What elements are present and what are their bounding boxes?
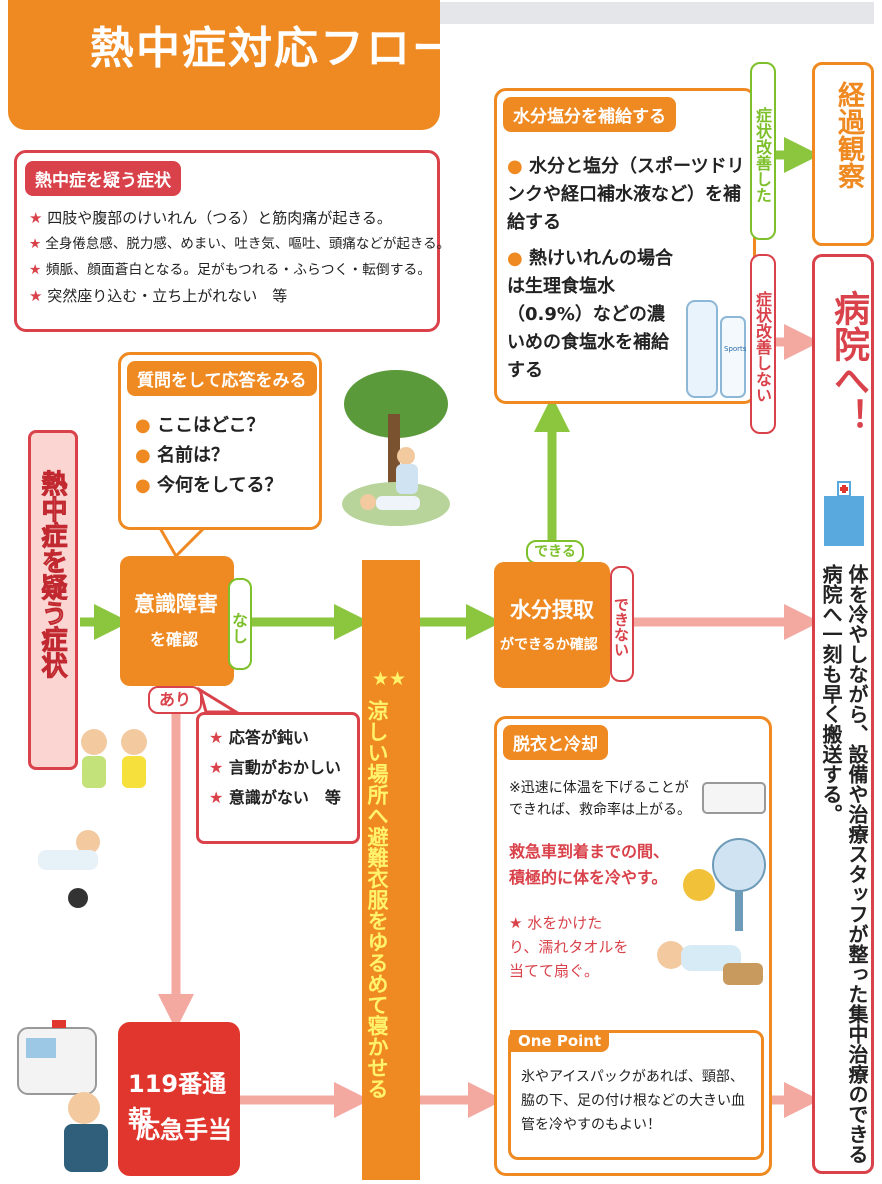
title-banner: [8, 0, 440, 130]
consciousness-line2: を確認: [150, 630, 199, 649]
water-header: 水分塩分を補給する: [503, 97, 676, 132]
rest-under-tree-illustration: [342, 370, 450, 526]
cool-place-stars: ★★: [372, 668, 407, 690]
page-title: 熱中症対応フロー: [90, 23, 458, 74]
drink-line2: ができるか確認: [500, 637, 598, 653]
cool-place-text: 涼しい場所へ避難衣服をゆるめて寝かせる: [365, 700, 389, 1099]
response-box: ★ 応答が鈍い ★ 言動がおかしい ★ 意識がない 等: [196, 712, 360, 844]
response-item: ★ 言動がおかしい: [209, 758, 341, 777]
observe-box: 経過観察: [812, 62, 874, 246]
question-item: ● 今何をしてる？: [135, 475, 283, 496]
question-item: ● ここはどこ？: [135, 415, 265, 436]
star-icon: ★: [29, 236, 46, 252]
star-icon: ★: [509, 914, 528, 932]
star-icon: ★: [29, 209, 48, 227]
observe-label: 経過観察: [833, 81, 864, 189]
question-header: 質問をして応答をみる: [127, 361, 317, 396]
symptom-item: ★ 四肢や腹部のけいれん（つる）と筋肉痛が起きる。: [29, 209, 392, 227]
not-improved-tag: 症状改善しない: [750, 254, 776, 434]
water-salt-box: 水分塩分を補給する ● 水分と塩分（スポーツドリンクや経口補水液など）を補給する…: [494, 88, 756, 404]
symptoms-header: 熱中症を疑う症状: [25, 161, 181, 196]
ambulance-caller-illustration: [17, 1020, 108, 1172]
question-tail: [157, 526, 208, 559]
water-item-1: ● 水分と塩分（スポーツドリンクや経口補水液など）を補給する: [507, 156, 745, 233]
one-point-tag: One Point: [510, 1030, 610, 1052]
star-icon: ★: [29, 262, 46, 278]
cool-place-column: [362, 560, 420, 1180]
suspect-symptoms-column: [28, 430, 78, 770]
bottle-label: Sports: [724, 345, 747, 353]
star-icon: ★: [209, 788, 229, 807]
dot-icon: ●: [135, 445, 157, 466]
present-tag: あり: [148, 686, 202, 714]
symptoms-box: 熱中症を疑う症状 ★ 四肢や腹部のけいれん（つる）と筋肉痛が起きる。 ★ 全身倦…: [14, 150, 451, 332]
symptoms-list: ★ 四肢や腹部のけいれん（つる）と筋肉痛が起きる。 ★ 全身倦怠感、脱力感、めま…: [29, 205, 451, 309]
star-icon: ★: [209, 758, 229, 777]
call-line2: 応急手当: [136, 1116, 232, 1144]
undress-action: ★ 水をかけたり、濡れタオルを当てて扇ぐ。: [509, 914, 629, 980]
consciousness-check-box: 意識障害 を確認: [120, 556, 234, 686]
star-icon: ★: [209, 728, 229, 747]
drink-check-box: 水分摂取 ができるか確認: [494, 562, 610, 688]
water-bottles-illustration: Sports: [686, 300, 747, 398]
none-tag: なし: [228, 578, 252, 670]
question-item: ● 名前は？: [135, 445, 229, 466]
sick-children-illustration: [38, 729, 147, 908]
top-stripe: [440, 2, 874, 24]
question-list: ● ここはどこ？ ● 名前は？ ● 今何をしてる？: [135, 411, 282, 501]
response-item: ★ 応答が鈍い: [209, 728, 309, 747]
cannot-tag: できない: [610, 566, 634, 682]
one-point-text: 氷やアイスパックがあれば、頸部、脇の下、足の付け根などの大きい血管を冷やすのもよ…: [521, 1069, 745, 1133]
question-box: 質問をして応答をみる ● ここはどこ？ ● 名前は？ ● 今何をしてる？: [118, 352, 322, 530]
hospital-icon: [824, 481, 864, 546]
response-item: ★ 意識がない 等: [209, 788, 341, 807]
hospital-box: [812, 254, 874, 1174]
cooling-illustration: [657, 782, 766, 985]
symptom-item: ★ 全身倦怠感、脱力感、めまい、吐き気、嘔吐、頭痛などが起きる。: [29, 236, 451, 252]
hospital-title: 病院へ！: [828, 290, 869, 434]
water-item-2: ● 熱けいれんの場合は生理食塩水（0.9%）などの濃いめの食塩水を補給する: [507, 248, 673, 381]
can-tag: できる: [526, 540, 584, 564]
dot-icon: ●: [507, 156, 529, 177]
improved-tag: 症状改善した: [750, 62, 776, 240]
symptom-item: ★ 頻脈、顔面蒼白となる。足がもつれる・ふらつく・転倒する。: [29, 262, 432, 278]
response-tail: [197, 686, 242, 714]
suspect-label: 熱中症を疑う症状: [37, 470, 68, 679]
undress-emphasis: 救急車到着までの間、積極的に体を冷やす。: [509, 842, 670, 887]
undress-note: ※迅速に体温を下げることができれば、救命率は上がる。: [509, 780, 691, 818]
drink-line1: 水分摂取: [510, 598, 594, 622]
hospital-text: 体を冷やしながら、設備や治療スタッフが整った集中治療のできる病院へ一刻も早く搬送…: [819, 564, 869, 1164]
symptom-item: ★ 突然座り込む・立ち上がれない 等: [29, 287, 288, 305]
dot-icon: ●: [507, 248, 529, 269]
call-line1: 119番通報: [128, 1070, 227, 1133]
undress-header: 脱衣と冷却: [503, 725, 608, 760]
response-list: ★ 応答が鈍い ★ 言動がおかしい ★ 意識がない 等: [209, 723, 341, 813]
one-point-box: 氷やアイスパックがあれば、頸部、脇の下、足の付け根などの大きい血管を冷やすのもよ…: [508, 1030, 764, 1160]
consciousness-line1: 意識障害: [134, 592, 218, 616]
dot-icon: ●: [135, 415, 157, 436]
call-119-box: 119番通報 応急手当: [118, 1022, 240, 1176]
star-icon: ★: [29, 287, 48, 305]
dot-icon: ●: [135, 475, 157, 496]
